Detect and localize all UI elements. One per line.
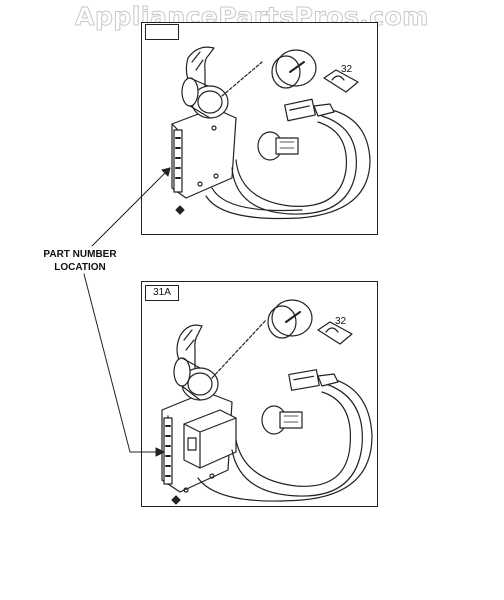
callout-line-2: LOCATION [54, 262, 106, 273]
top-knob-skirt [323, 69, 359, 93]
top-timer-assembly [171, 46, 371, 220]
top-bracket [185, 46, 215, 97]
callout-leader-lines [83, 167, 171, 457]
panel-top-label [145, 24, 179, 40]
arrowhead-top [161, 167, 171, 177]
bottom-knob-skirt [317, 321, 353, 345]
bottom-wiring-harness [235, 391, 352, 487]
panel-bottom-label: 31A [145, 285, 179, 301]
part-number-bottom: 32 [335, 316, 347, 327]
callout-line-1: PART NUMBER [43, 249, 117, 260]
bottom-timer-assembly [161, 299, 373, 505]
top-harness-connector [284, 98, 316, 122]
bottom-harness-connector [288, 369, 320, 391]
top-wiring-harness [235, 121, 348, 207]
diagram-panel-bottom [141, 281, 378, 507]
part-number-location-callout: PART NUMBER LOCATION [20, 248, 140, 274]
bottom-terminal-strip [163, 417, 173, 485]
bottom-bracket [176, 324, 203, 377]
part-number-top: 32 [341, 64, 353, 75]
top-terminal-strip [173, 129, 183, 193]
arrowhead-bottom [155, 447, 165, 457]
leader-line-bottom [83, 273, 161, 453]
bottom-switch-box [183, 409, 237, 469]
diagram-panel-top [141, 22, 378, 235]
leader-line-top [91, 167, 171, 247]
